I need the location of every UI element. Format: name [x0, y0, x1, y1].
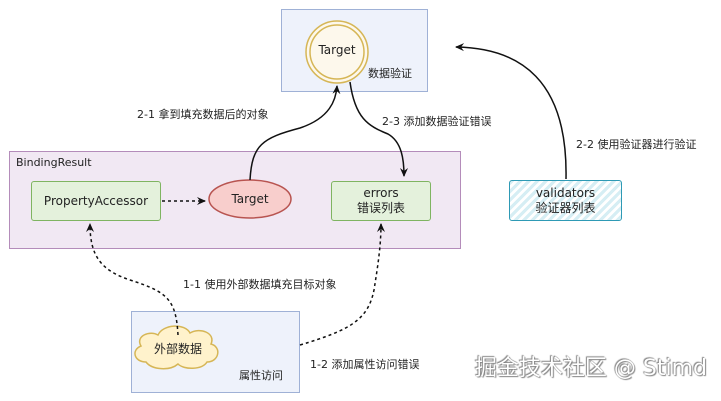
target-mid-label: Target: [231, 192, 269, 206]
external-data-label: 外部数据: [153, 342, 202, 356]
edge-2-2: [455, 43, 567, 180]
target-top-node: [305, 20, 369, 84]
errors-node: errors 错误列表: [331, 181, 431, 221]
validators-node: validators 验证器列表: [509, 180, 622, 221]
property-access-panel-label: 属性访问: [239, 369, 283, 382]
edge-2-1-label: 2-1 拿到填充数据后的对象: [137, 108, 269, 121]
property-accessor-label: PropertyAccessor: [43, 193, 149, 208]
edge-1-1: [86, 223, 179, 336]
watermark: 掘金技术社区 @ Stimd: [474, 356, 707, 381]
edge-1-1-label: 1-1 使用外部数据填充目标对象: [183, 278, 337, 291]
errors-label-line1: errors: [363, 186, 399, 200]
edge-1-2-label: 1-2 添加属性访问错误: [310, 358, 420, 371]
edge-2-2-label: 2-2 使用验证器进行验证: [576, 138, 697, 151]
external-data-cloud: [134, 325, 219, 370]
data-validation-panel-label: 数据验证: [368, 67, 412, 80]
binding-result-panel-label: BindingResult: [16, 156, 92, 169]
edge-2-1: [249, 85, 341, 181]
validators-label-line2: 验证器列表: [535, 200, 596, 215]
validators-label-line1: validators: [535, 185, 596, 200]
errors-label-line2: 错误列表: [356, 201, 405, 215]
property-accessor-node: PropertyAccessor: [31, 181, 161, 221]
edge-2-3: [349, 81, 408, 177]
edge-2-3-label: 2-3 添加数据验证错误: [382, 115, 492, 128]
edge-1-2: [299, 223, 385, 346]
target-top-label: Target: [318, 43, 356, 57]
